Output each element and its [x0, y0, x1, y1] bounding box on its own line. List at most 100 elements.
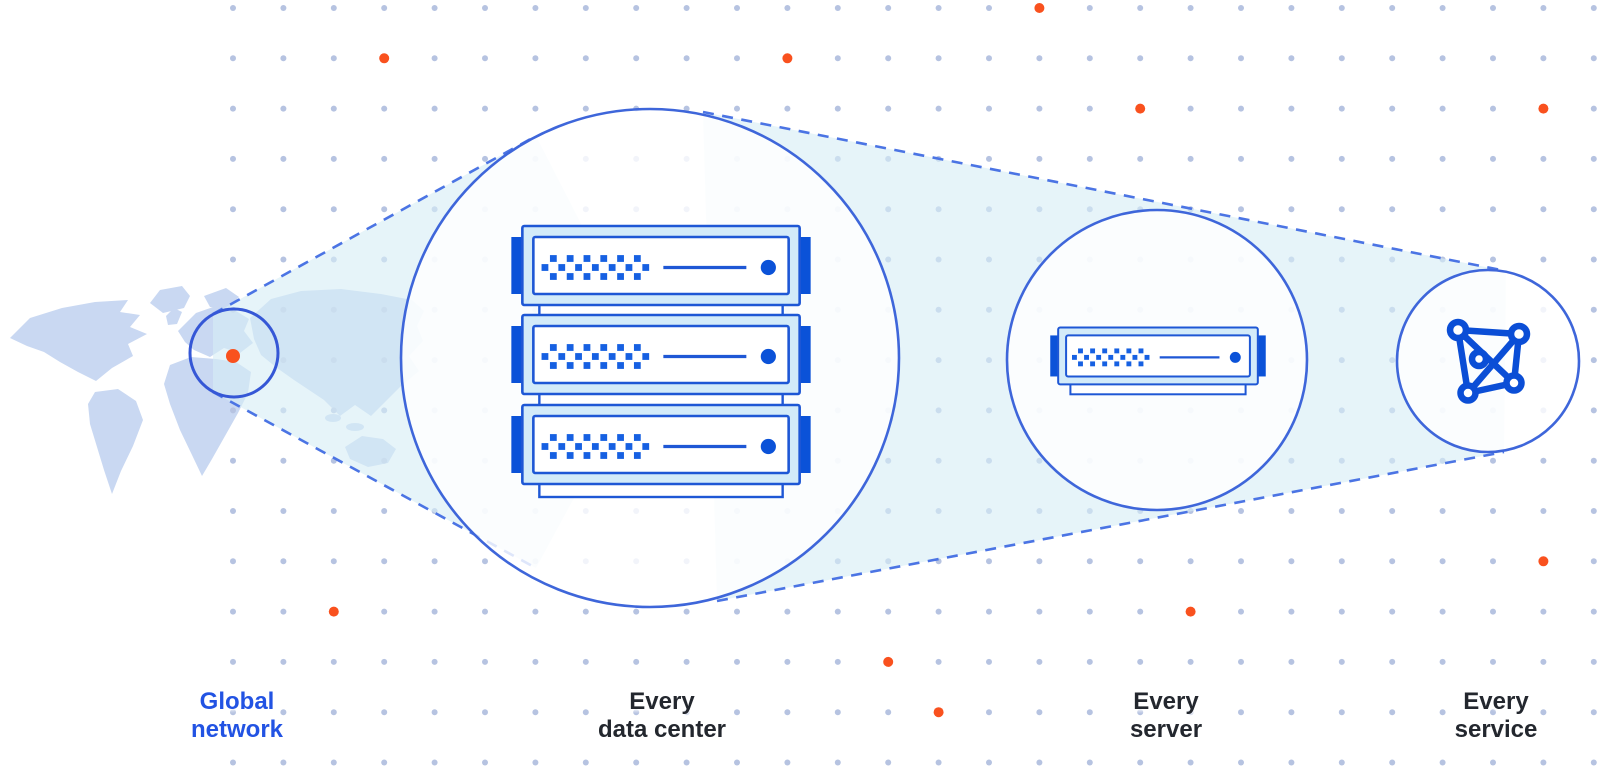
grid-dot	[986, 55, 992, 62]
grid-dot	[734, 5, 740, 11]
network-node	[1446, 318, 1470, 342]
grid-dot	[330, 709, 337, 716]
grid-dot	[582, 759, 589, 766]
grid-dot	[280, 256, 287, 263]
grid-dot	[431, 5, 438, 11]
grid-dot	[1590, 457, 1597, 464]
grid-dot	[734, 658, 740, 665]
grid-dot	[230, 256, 236, 263]
grid-dot	[1338, 608, 1345, 615]
grid-dot	[986, 558, 992, 565]
grid-dot	[381, 105, 388, 112]
grid-dot	[1238, 206, 1244, 213]
grid-dot	[532, 658, 539, 665]
grid-dot	[431, 558, 438, 565]
grid-dot	[230, 105, 236, 112]
grid-dot	[1590, 407, 1597, 414]
grid-dot	[834, 105, 841, 112]
grid-dot	[1288, 658, 1295, 665]
grid-dot	[1389, 709, 1396, 716]
grid-dot	[532, 709, 539, 716]
grid-dot	[1490, 155, 1496, 162]
grid-dot	[1238, 155, 1244, 162]
grid-dot	[1288, 5, 1295, 11]
grid-dot	[1086, 105, 1093, 112]
grid-dot	[1540, 206, 1547, 213]
grid-dot	[1540, 457, 1547, 464]
grid-dot	[935, 759, 942, 766]
server-icon	[1050, 326, 1266, 386]
grid-dot	[330, 206, 337, 213]
grid-dot	[1288, 155, 1295, 162]
grid-dot	[1036, 558, 1043, 565]
grid-dot	[1490, 5, 1496, 11]
grid-dot	[1086, 608, 1093, 615]
grid-dot	[280, 709, 287, 716]
grid-dot	[683, 658, 690, 665]
grid-dot	[230, 55, 236, 62]
grid-dot	[1288, 55, 1295, 62]
grid-dot	[1590, 5, 1597, 11]
grid-dot	[834, 658, 841, 665]
grid-dot	[885, 759, 892, 766]
grid-dot	[1338, 508, 1345, 514]
grid-dot	[1338, 658, 1345, 665]
grid-dot	[431, 155, 438, 162]
grid-dot	[1338, 709, 1345, 716]
grid-dot	[935, 608, 942, 615]
grid-dot	[1590, 55, 1597, 62]
grid-dot	[1439, 709, 1446, 716]
grid-dot	[381, 206, 388, 213]
grid-dot	[1238, 5, 1244, 11]
grid-dot	[1490, 608, 1496, 615]
single-server-icon	[1050, 326, 1266, 396]
grid-dot	[482, 105, 488, 112]
grid-dot	[230, 407, 236, 414]
grid-dot	[1137, 658, 1144, 665]
grid-dot	[230, 457, 236, 464]
grid-dot	[885, 5, 892, 11]
grid-dot	[935, 658, 942, 665]
grid-dot	[1389, 206, 1396, 213]
grid-dot	[280, 558, 287, 565]
grid-dot	[1338, 155, 1345, 162]
label-line: Every	[629, 688, 695, 715]
network-mesh-icon	[1446, 318, 1531, 404]
label-line: data center	[597, 716, 727, 743]
grid-dot	[1389, 508, 1396, 514]
grid-dot	[1590, 155, 1597, 162]
grid-dot	[1137, 608, 1144, 615]
grid-dot	[230, 558, 236, 565]
grid-dot	[1036, 658, 1043, 665]
grid-dot	[230, 709, 236, 716]
grid-dot	[1036, 759, 1043, 766]
grid-dot	[482, 558, 488, 565]
grid-dot	[381, 155, 388, 162]
grid-dot	[1288, 558, 1295, 565]
orange-dot	[1538, 103, 1549, 114]
grid-dot	[532, 608, 539, 615]
grid-dot	[1490, 55, 1496, 62]
dashed-zoom-line	[716, 450, 1505, 603]
label-line: server	[1129, 716, 1203, 743]
grid-dot	[683, 709, 690, 716]
grid-dot	[1288, 608, 1295, 615]
grid-dot	[381, 558, 388, 565]
grid-dot	[330, 155, 337, 162]
grid-dot	[1288, 105, 1295, 112]
grid-dot	[1338, 105, 1345, 112]
grid-dot	[1036, 105, 1043, 112]
grid-dot	[280, 105, 287, 112]
orange-dot	[933, 707, 944, 718]
grid-dot	[1238, 558, 1244, 565]
grid-dot	[683, 55, 690, 62]
grid-dot	[230, 5, 236, 11]
grid-dot	[1338, 55, 1345, 62]
grid-dot	[1338, 5, 1345, 11]
grid-dot	[330, 658, 337, 665]
network-node	[1468, 348, 1490, 370]
server-icon	[511, 224, 811, 307]
grid-dot	[1137, 759, 1144, 766]
grid-dot	[1490, 508, 1496, 514]
